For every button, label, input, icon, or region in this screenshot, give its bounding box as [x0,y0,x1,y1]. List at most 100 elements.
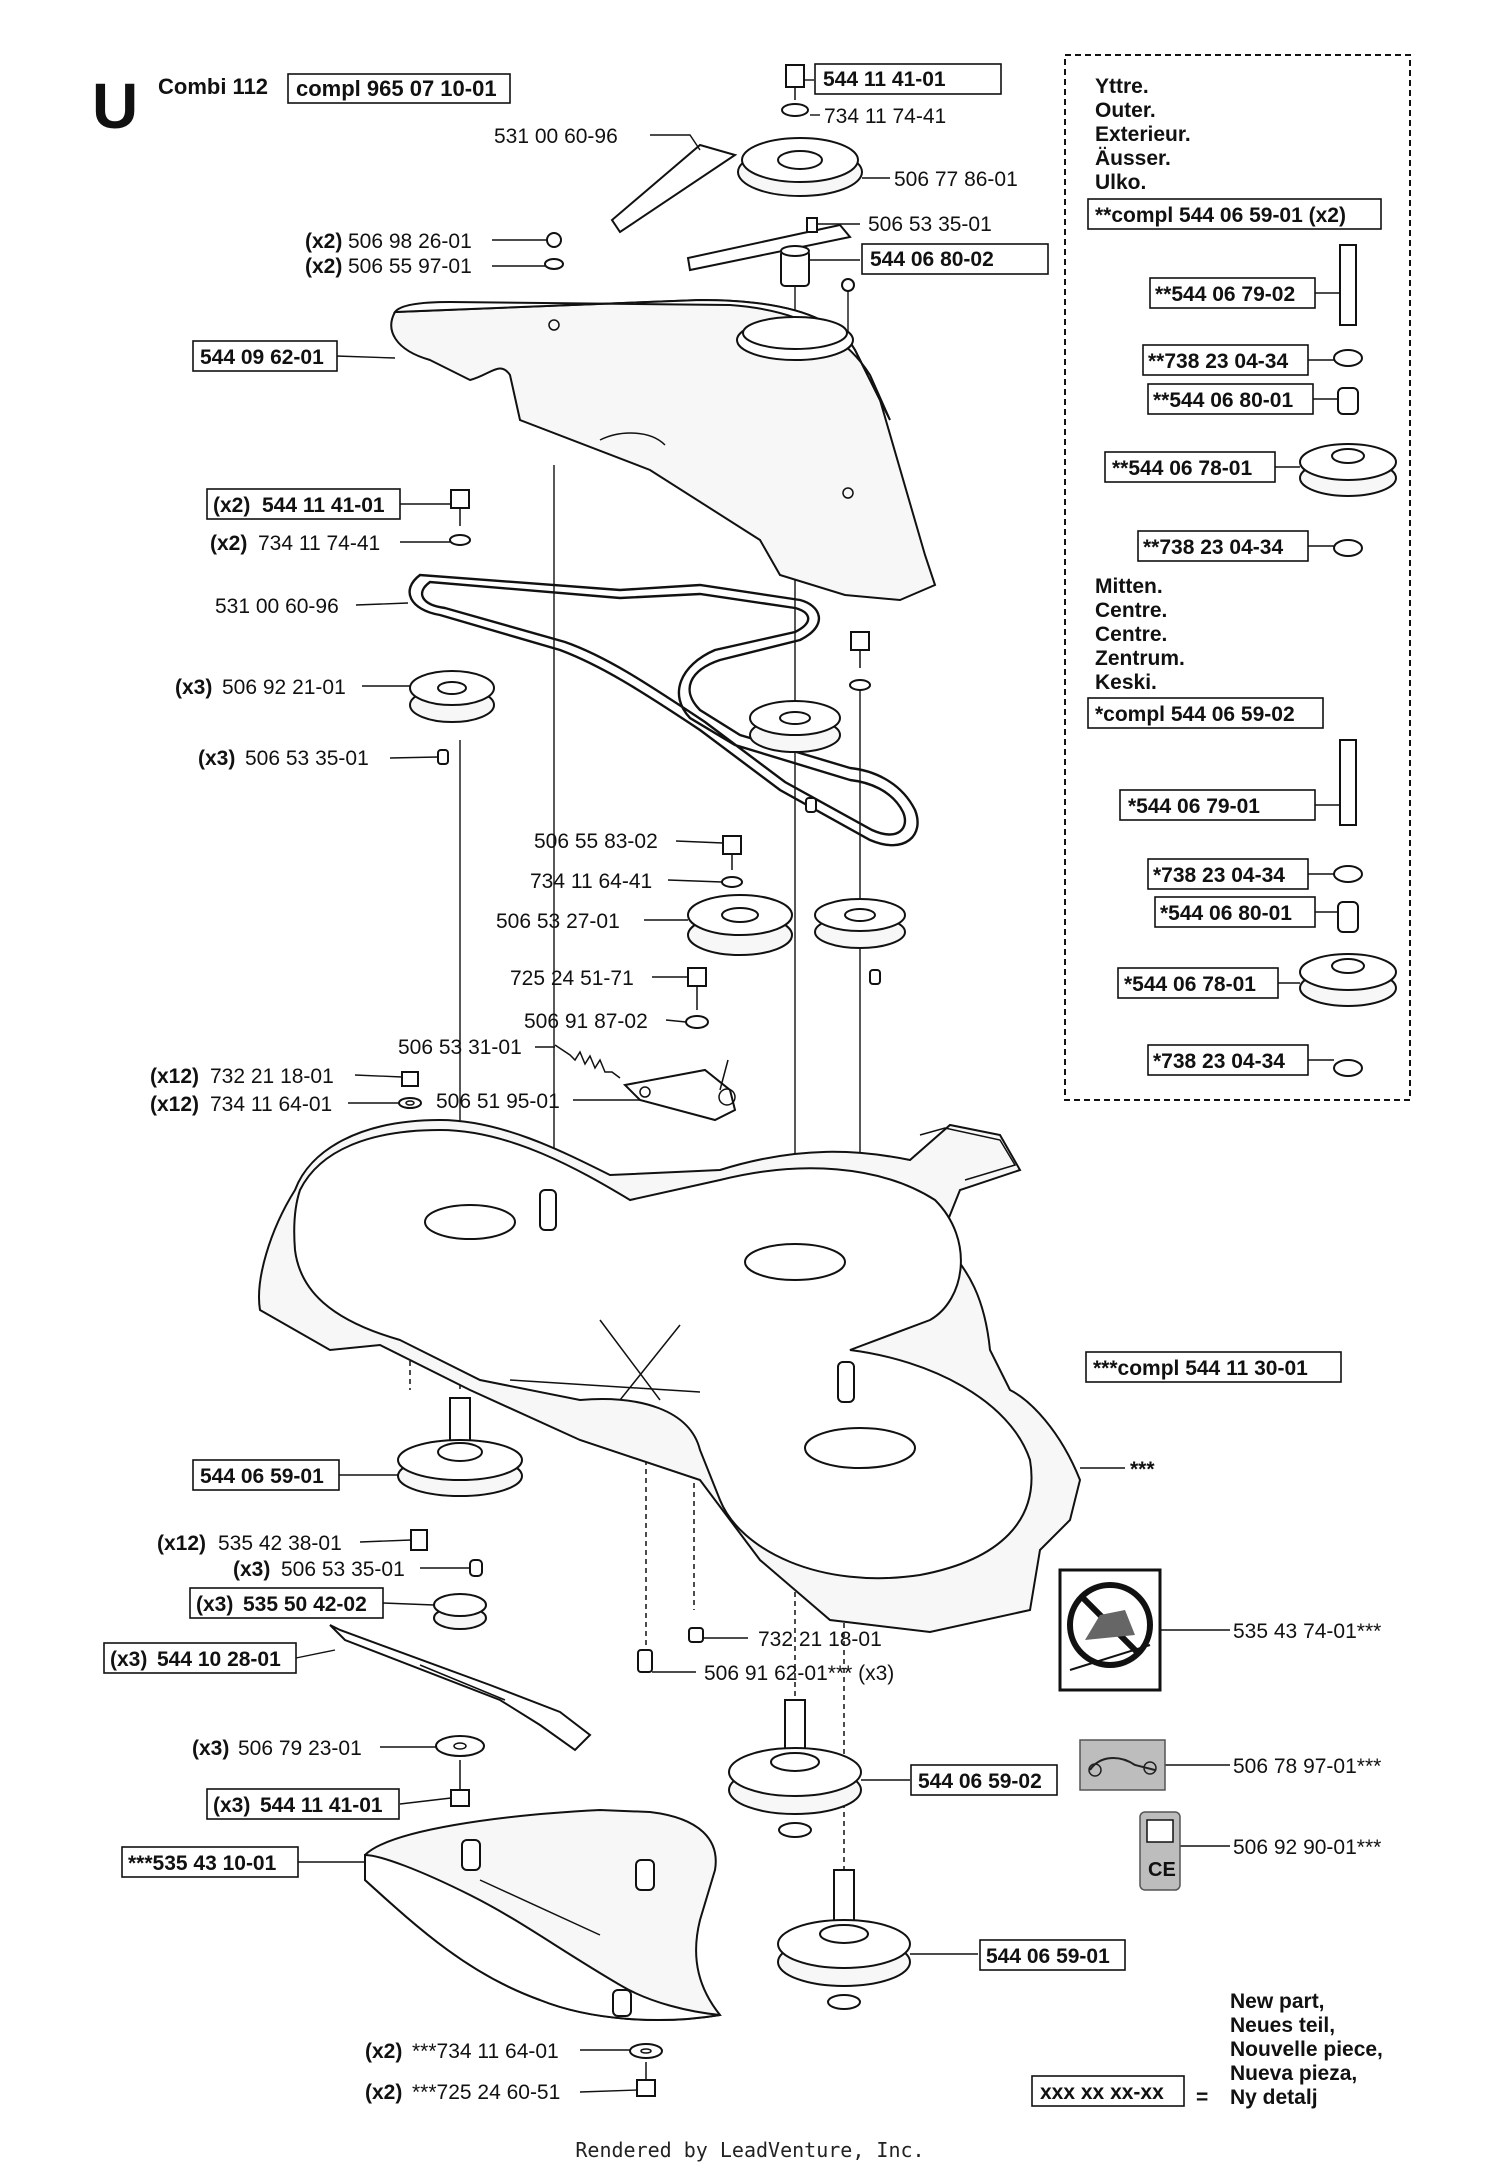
inset-center-part-5: *738 23 04-34 [1153,1050,1285,1073]
callout-pn-c39: ***725 24 60-51 [412,2081,560,2104]
leader-lines [295,79,1230,2093]
callout-pn-c5: 506 98 26-01 [348,230,472,253]
callout-pn-c11: 734 11 74-41 [258,532,380,555]
callout-qty-c35: (x3) [213,1794,250,1817]
blade-washer-bolt [435,1735,485,1807]
mower-deck [258,1118,1082,1634]
ce-mark: CE [1148,1859,1176,1881]
callout-pn-c18: 725 24 51-71 [510,967,634,990]
callout-pn-c7: 506 55 97-01 [348,255,472,278]
callout-qty-c28: (x3) [233,1558,270,1581]
callout-pn-c9: 544 09 62-01 [200,346,324,369]
callout-qty-c33: (x3) [192,1737,229,1760]
callout-pn-c36: ***535 43 10-01 [128,1852,277,1875]
callout-pn-c32: 506 91 62-01*** (x3) [704,1662,894,1685]
inset-outer-line-2: Outer. [1095,99,1156,122]
callout-pn-c19: 506 91 87-02 [524,1010,648,1033]
callout-pn-c15: 506 55 83-02 [534,830,658,853]
deflector-fasteners [629,2043,663,2097]
legend-line-1: New part, [1230,1990,1325,2013]
legend-line-4: Nueva pieza, [1230,2062,1357,2085]
inset-outer-line-1: Yttre. [1095,75,1149,98]
callout-qty-c11: (x2) [210,532,247,555]
callout-pn-c34: 544 06 59-02 [918,1770,1042,1793]
callout-pn-c14: 506 53 35-01 [245,747,369,770]
callout-pn-c40: 535 43 74-01*** [1233,1620,1381,1643]
blade [329,1624,592,1752]
inset-center-line-2: Centre. [1095,599,1167,622]
inset-center-part-4: *544 06 78-01 [1124,973,1256,996]
callout-qty-c14: (x3) [198,747,235,770]
callout-pn-c21: 732 21 18-01 [210,1065,334,1088]
callout-qty-c13: (x3) [175,676,212,699]
callout-pn-c12: 531 00 60-96 [215,595,339,618]
upper-spacer [780,217,818,287]
callout-pn-c22: 734 11 64-01 [210,1093,332,1116]
tension-pulley [685,835,793,1029]
section-letter: U [92,70,138,142]
discharge-deflector [364,1808,722,2021]
callout-pn-c13: 506 92 21-01 [222,676,346,699]
upper-pulley [737,64,863,197]
callout-pn-c1: 544 11 41-01 [823,68,946,91]
bolts-left-column [449,489,471,546]
tension-spring-arm [554,1044,737,1122]
left-spindle [397,1397,523,1630]
manual-ce-decal: CE [1139,1811,1181,1891]
right-pulley [814,898,906,985]
callout-pn-c29: 535 50 42-02 [243,1593,367,1616]
inset-center-part-3: *544 06 80-01 [1160,902,1292,925]
callout-qty-c22: (x12) [150,1093,199,1116]
callout-qty-c21: (x12) [150,1065,199,1088]
callout-pn-c38: ***734 11 64-01 [412,2040,559,2063]
inset-center-part-2: *738 23 04-34 [1153,864,1285,887]
legend-sample-box: xxx xx xx-xx [1040,2081,1164,2104]
inset-center-line-5: Keski. [1095,671,1157,694]
callout-qty-c5: (x2) [305,230,342,253]
callout-pn-c24: ***compl 544 11 30-01 [1093,1357,1308,1380]
inset-center-line-3: Centre. [1095,623,1167,646]
callout-qty-c7: (x2) [305,255,342,278]
main-vbelt [408,573,919,847]
callout-pn-c23: 506 51 95-01 [436,1090,560,1113]
callout-qty-c31: (x3) [110,1648,147,1671]
new-part-legend: New part, Neues teil, Nouvelle piece, Nu… [1031,1990,1383,2109]
callout-qty-c38: (x2) [365,2040,402,2063]
callouts: 544 11 41-01 734 11 74-41 531 00 60-96 5… [110,68,1381,2104]
inset-outer-line-3: Exterieur. [1095,123,1191,146]
callout-pn-c37: 544 06 59-01 [986,1945,1110,1968]
callout-pn-c28: 506 53 35-01 [281,1558,405,1581]
center-pulley [749,700,841,813]
callout-boxes [103,63,1342,1971]
model-name: Combi 112 [158,74,268,99]
callout-pn-c35: 544 11 41-01 [260,1794,383,1817]
callout-qty-c10: (x2) [213,494,250,517]
right-spindle [777,1869,911,2010]
legend-equals: = [1196,2086,1208,2109]
inset-center-part-1: *544 06 79-01 [1128,795,1260,818]
inset-center-line-1: Mitten. [1095,575,1163,598]
inset-outer-compl: **compl 544 06 59-01 (x2) [1095,204,1346,227]
legend-line-3: Nouvelle piece, [1230,2038,1383,2061]
callout-pn-c6: 506 53 35-01 [868,213,992,236]
callout-pn-c33: 506 79 23-01 [238,1737,362,1760]
assembly-box [287,73,511,104]
inset-outer-part-3: **544 06 80-01 [1153,389,1293,412]
inset-outer-part-1: **544 06 79-02 [1155,283,1295,306]
legend-line-2: Neues teil, [1230,2014,1335,2037]
inset-center-line-4: Zentrum. [1095,647,1185,670]
belt-cover [390,298,937,602]
legend-line-5: Ny detalj [1230,2086,1318,2109]
inset-outer-line-5: Ulko. [1095,171,1146,194]
callout-pn-c25: *** [1130,1458,1155,1481]
callout-pn-c3: 531 00 60-96 [494,125,618,148]
callout-pn-c30: 732 21 18-01 [758,1628,882,1651]
callout-qty-c39: (x2) [365,2081,402,2104]
left-pulley [409,670,495,765]
callout-pn-c20: 506 53 31-01 [398,1036,522,1059]
footer-credit: Rendered by LeadVenture, Inc. [575,2138,925,2162]
assembly-part-number: compl 965 07 10-01 [296,76,497,101]
inset-outer-part-2: **738 23 04-34 [1148,350,1288,373]
callout-qty-c27: (x12) [157,1532,206,1555]
callout-pn-c4: 506 77 86-01 [894,168,1018,191]
